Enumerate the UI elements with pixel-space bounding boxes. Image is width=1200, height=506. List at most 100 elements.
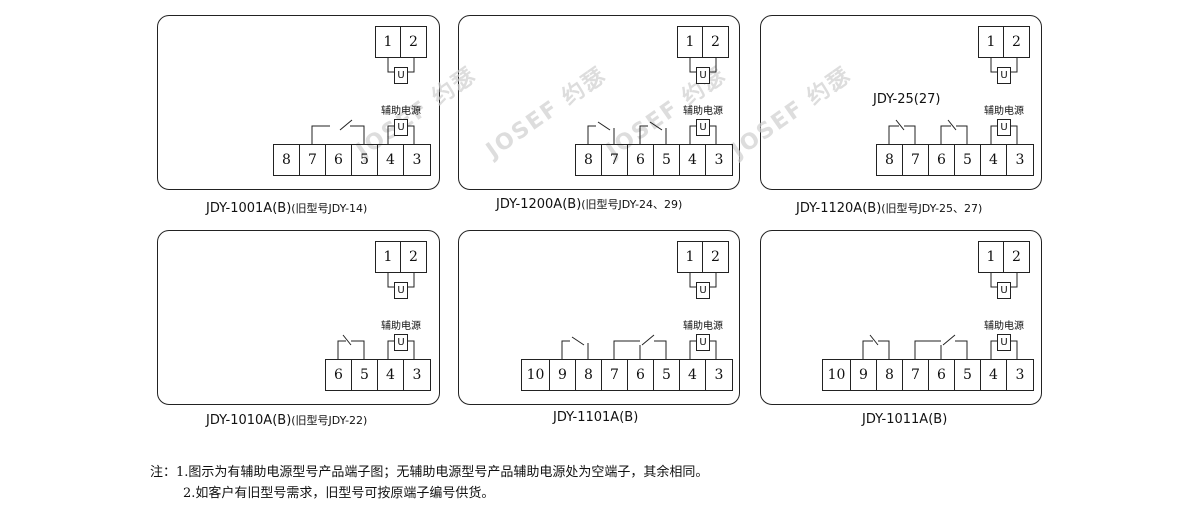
pin: 3 bbox=[1015, 152, 1025, 168]
u-box-top-p2: U bbox=[696, 67, 710, 84]
caption-main: JDY-1120A(B) bbox=[796, 201, 882, 216]
pin: 8 bbox=[576, 360, 602, 390]
panel-jdy-1011a bbox=[760, 230, 1042, 405]
pin: 6 bbox=[326, 360, 352, 390]
pin: 5 bbox=[352, 145, 378, 175]
terminal-row-p6: 10 9 8 7 6 5 4 3 bbox=[822, 359, 1034, 391]
pin: 4 bbox=[378, 360, 404, 390]
terminal-row-p5: 10 9 8 7 6 5 4 3 bbox=[521, 359, 733, 391]
top-pins-p2: 1 2 bbox=[677, 26, 729, 58]
caption-sub: (旧型号JDY-24、29) bbox=[581, 198, 683, 211]
top-pins-p3: 1 2 bbox=[978, 26, 1030, 58]
pin: 6 bbox=[628, 145, 654, 175]
pin: 10 bbox=[522, 360, 550, 390]
pin: 4 bbox=[378, 145, 404, 175]
u-box-aux-p4: U bbox=[394, 334, 408, 351]
caption-main: JDY-1010A(B) bbox=[206, 413, 292, 428]
panel-jdy-1200a bbox=[458, 15, 740, 190]
terminal-row-p2: 8 7 6 5 4 3 bbox=[575, 144, 733, 176]
pin: 6 bbox=[326, 145, 352, 175]
pin: 6 bbox=[628, 360, 654, 390]
pin: 5 bbox=[955, 360, 981, 390]
pin: 5 bbox=[352, 360, 378, 390]
caption-sub: (旧型号JDY-14) bbox=[291, 202, 368, 215]
pin: 9 bbox=[550, 360, 576, 390]
pin: 9 bbox=[851, 360, 877, 390]
top-pins-p4: 1 2 bbox=[375, 241, 427, 273]
u-box-top-p5: U bbox=[696, 282, 710, 299]
pin-2: 2 bbox=[711, 34, 720, 50]
pin: 6 bbox=[929, 145, 955, 175]
u-box-top-p1: U bbox=[394, 67, 408, 84]
pin: 8 bbox=[877, 145, 903, 175]
pin: 5 bbox=[654, 145, 680, 175]
top-pins-p5: 1 2 bbox=[677, 241, 729, 273]
pin-1: 1 bbox=[678, 27, 704, 57]
pin: 8 bbox=[576, 145, 602, 175]
top-pins-p6: 1 2 bbox=[978, 241, 1030, 273]
aux-label-p3: 辅助电源 bbox=[984, 106, 1024, 117]
pin: 4 bbox=[981, 360, 1007, 390]
pin: 7 bbox=[903, 360, 929, 390]
u-box-aux-p2: U bbox=[696, 119, 710, 136]
u-box-top-p4: U bbox=[394, 282, 408, 299]
u-box-aux-p6: U bbox=[997, 334, 1011, 351]
caption-main: JDY-1101A(B) bbox=[553, 410, 639, 425]
caption-main: JDY-1001A(B) bbox=[206, 201, 292, 216]
u-box-top-p6: U bbox=[997, 282, 1011, 299]
caption-p6: JDY-1011A(B) bbox=[862, 412, 947, 427]
pin: 5 bbox=[955, 145, 981, 175]
caption-sub: (旧型号JDY-22) bbox=[291, 414, 368, 427]
pin-1: 1 bbox=[376, 27, 402, 57]
terminal-row-p3: 8 7 6 5 4 3 bbox=[876, 144, 1034, 176]
pin: 8 bbox=[274, 145, 300, 175]
pin: 7 bbox=[602, 145, 628, 175]
aux-label-p1: 辅助电源 bbox=[381, 106, 421, 117]
aux-label-p6: 辅助电源 bbox=[984, 321, 1024, 332]
pin: 3 bbox=[714, 367, 724, 383]
u-box-aux-p3: U bbox=[997, 119, 1011, 136]
panel-jdy-1120a bbox=[760, 15, 1042, 190]
u-box-top-p3: U bbox=[997, 67, 1011, 84]
jdy-25-label: JDY-25(27) bbox=[873, 92, 941, 107]
aux-label-p5: 辅助电源 bbox=[683, 321, 723, 332]
caption-main: JDY-1011A(B) bbox=[862, 412, 948, 427]
pin: 6 bbox=[929, 360, 955, 390]
pin: 7 bbox=[602, 360, 628, 390]
pin: 10 bbox=[823, 360, 851, 390]
pin: 7 bbox=[903, 145, 929, 175]
pin: 3 bbox=[412, 152, 422, 168]
caption-p4: JDY-1010A(B)(旧型号JDY-22) bbox=[206, 412, 367, 428]
note-line-1: 注：1.图示为有辅助电源型号产品端子图；无辅助电源型号产品辅助电源处为空端子，其… bbox=[150, 465, 709, 480]
aux-label-p2: 辅助电源 bbox=[683, 106, 723, 117]
u-box-aux-p5: U bbox=[696, 334, 710, 351]
caption-sub: (旧型号JDY-25、27) bbox=[881, 202, 983, 215]
top-pins-p1: 1 2 bbox=[375, 26, 427, 58]
pin-2: 2 bbox=[711, 249, 720, 265]
pin: 3 bbox=[714, 152, 724, 168]
u-box-aux-p1: U bbox=[394, 119, 408, 136]
pin: 3 bbox=[412, 367, 422, 383]
pin: 4 bbox=[680, 145, 706, 175]
caption-main: JDY-1200A(B) bbox=[496, 197, 582, 212]
panel-jdy-1010a bbox=[157, 230, 440, 405]
caption-p5: JDY-1101A(B) bbox=[553, 410, 638, 425]
pin-2: 2 bbox=[1012, 249, 1021, 265]
pin: 8 bbox=[877, 360, 903, 390]
panel-jdy-1101a bbox=[458, 230, 740, 405]
pin-1: 1 bbox=[678, 242, 704, 272]
panel-jdy-1001a bbox=[157, 15, 440, 190]
pin: 3 bbox=[1015, 367, 1025, 383]
pin-1: 1 bbox=[376, 242, 402, 272]
terminal-row-p4: 6 5 4 3 bbox=[325, 359, 431, 391]
pin-2: 2 bbox=[1012, 34, 1021, 50]
pin-2: 2 bbox=[409, 249, 418, 265]
pin: 4 bbox=[981, 145, 1007, 175]
caption-p1: JDY-1001A(B)(旧型号JDY-14) bbox=[206, 200, 367, 216]
aux-label-p4: 辅助电源 bbox=[381, 321, 421, 332]
terminal-row-p1: 8 7 6 5 4 3 bbox=[273, 144, 431, 176]
pin: 4 bbox=[680, 360, 706, 390]
caption-p3: JDY-1120A(B)(旧型号JDY-25、27) bbox=[796, 200, 982, 216]
pin-1: 1 bbox=[979, 242, 1005, 272]
pin-2: 2 bbox=[409, 34, 418, 50]
